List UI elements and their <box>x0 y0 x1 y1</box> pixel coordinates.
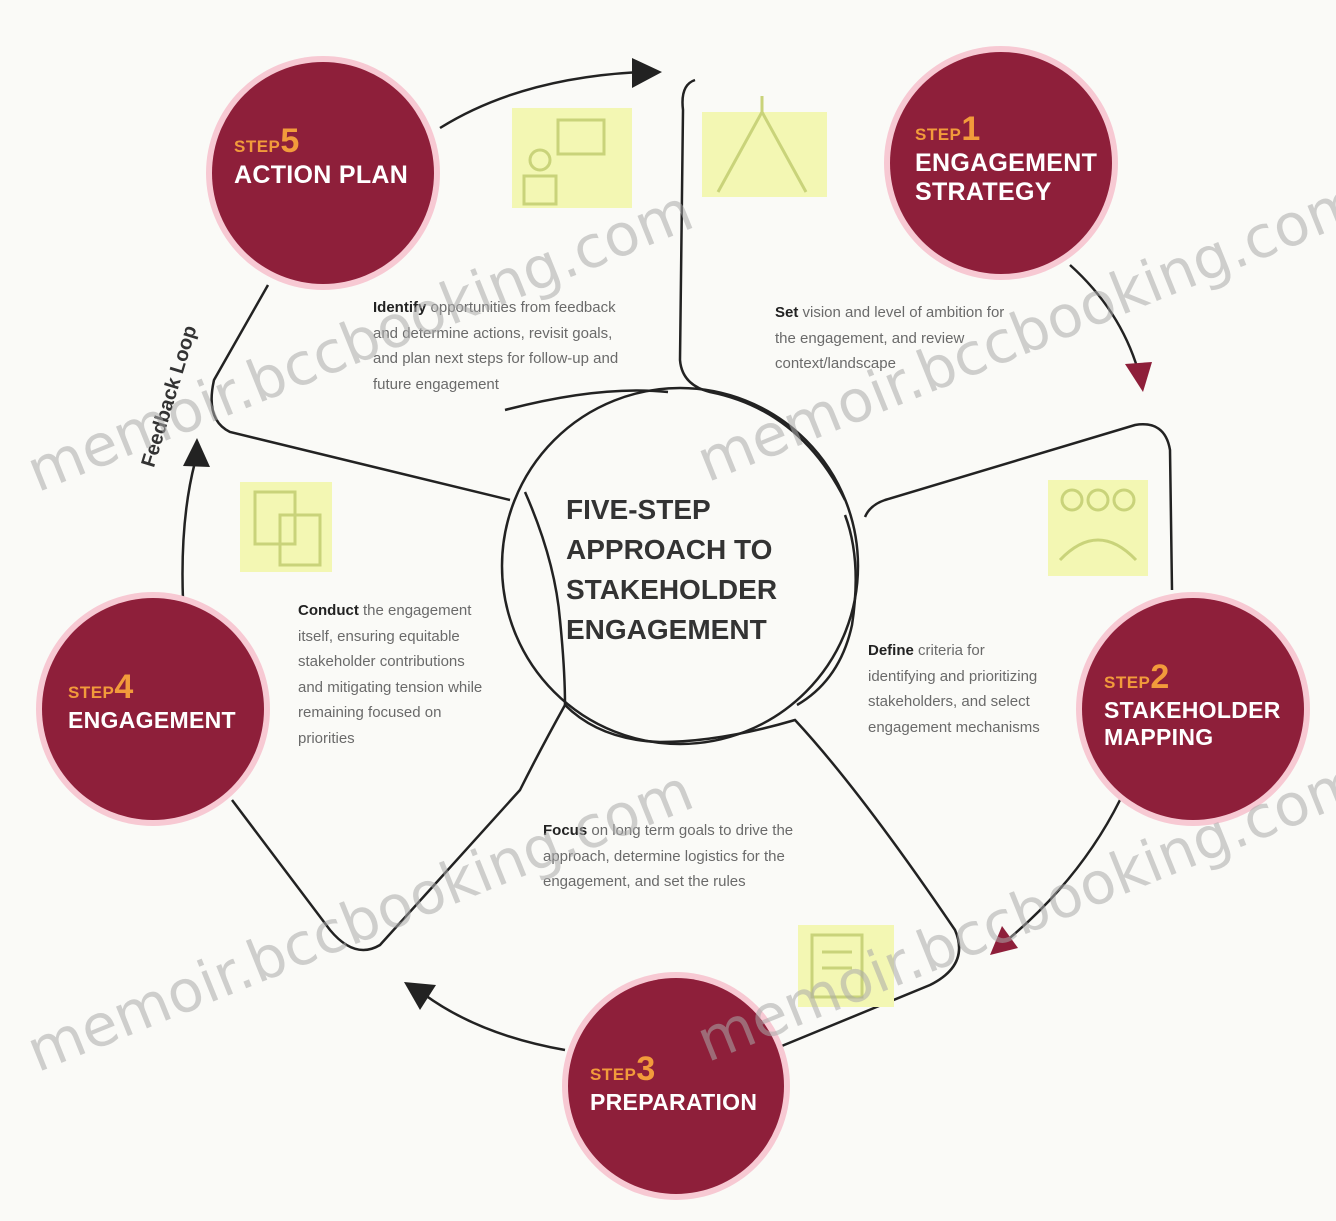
step-1-title: STRATEGY <box>915 177 1052 206</box>
arrow-3-to-4-line <box>424 993 566 1052</box>
step-3-number: 3 <box>636 1050 656 1088</box>
step-1-word: STEP <box>915 125 962 144</box>
petal-outline-top-right <box>678 78 847 501</box>
presentation-icon <box>512 108 632 208</box>
step-2-label: STEP2 STAKEHOLDER MAPPING <box>1104 658 1281 750</box>
step-5-description-lead: Identify <box>373 299 427 316</box>
arrow-2-to-3-line <box>1004 799 1122 943</box>
step-1-label: STEP1 ENGAGEMENT STRATEGY <box>915 110 1097 207</box>
step-1-number: 1 <box>961 110 981 148</box>
step-1-description-text: vision and level of ambition for the eng… <box>775 304 1005 372</box>
title-line: FIVE-STEP <box>566 494 711 525</box>
title-line: APPROACH TO <box>566 534 773 565</box>
mountain-flag-icon <box>702 96 827 197</box>
step-1-description: Set vision and level of ambition for the… <box>775 300 1020 377</box>
step-4-circle <box>42 598 264 820</box>
title-line: ENGAGEMENT <box>566 614 767 645</box>
title-line: STAKEHOLDER <box>566 574 778 605</box>
step-3-title: PREPARATION <box>590 1089 758 1116</box>
step-2-number: 2 <box>1150 658 1170 696</box>
step-3-description: Focus on long term goals to drive the ap… <box>543 818 833 895</box>
step-3-label: STEP3 PREPARATION <box>590 1050 757 1116</box>
step-2-description-lead: Define <box>868 642 914 659</box>
step-5-number: 5 <box>280 122 300 160</box>
step-4-description-text: the engagement itself, ensuring equitabl… <box>298 602 483 747</box>
arrow-4-to-5-head <box>183 438 210 467</box>
checklist-icon <box>798 925 894 1007</box>
people-group-icon <box>1048 480 1148 576</box>
step-4-description: Conduct the engagement itself, ensuring … <box>298 598 493 751</box>
step-5-title: ACTION PLAN <box>234 161 409 190</box>
step-4-number: 4 <box>114 668 134 706</box>
petal-outline-bottom-right <box>564 704 961 1052</box>
petal-outline-bottom-left <box>231 704 567 952</box>
step-5-description: Identify opportunities from feedback and… <box>373 295 641 397</box>
step-4-label: STEP4 ENGAGEMENT <box>68 668 236 734</box>
step-4-word: STEP <box>68 683 115 702</box>
step-2-circle <box>1082 598 1304 820</box>
step-2-description-text: criteria for identifying and prioritizin… <box>868 642 1040 736</box>
step-4-description-lead: Conduct <box>298 602 359 619</box>
step-2-title: MAPPING <box>1104 723 1214 750</box>
documents-icon <box>240 482 332 572</box>
arrow-2-to-3-head <box>990 926 1018 955</box>
step-2-description: Define criteria for identifying and prio… <box>868 638 1053 740</box>
arrow-5-to-1-line <box>439 70 641 130</box>
step-2-title: STAKEHOLDER <box>1104 697 1281 724</box>
petal-outline-right-inner <box>796 514 857 707</box>
arrow-5-to-1-head <box>632 58 662 88</box>
step-2-word: STEP <box>1104 673 1151 692</box>
arrow-4-to-5-line <box>181 461 197 601</box>
step-1-title: ENGAGEMENT <box>915 149 1098 178</box>
step-3-word: STEP <box>590 1065 637 1084</box>
petal-outline-top-left <box>210 284 511 502</box>
petal-outline-right <box>863 423 1174 591</box>
center-circle <box>500 386 860 746</box>
step-5-description-text: opportunities from feedback and determin… <box>373 299 619 393</box>
step-5-word: STEP <box>234 137 281 156</box>
step-3-description-text: on long term goals to drive the approach… <box>543 822 794 890</box>
step-1-circle <box>890 52 1112 274</box>
arrow-3-to-4-head <box>404 982 436 1010</box>
arrow-1-to-2-line <box>1069 264 1140 371</box>
petal-outline-top-left-inner <box>504 389 669 412</box>
step-4-title: ENGAGEMENT <box>68 707 236 734</box>
diagram-title: FIVE-STEP APPROACH TO STAKEHOLDER ENGAGE… <box>566 490 836 650</box>
arrow-1-to-2-head <box>1125 362 1152 392</box>
step-5-label: STEP5 ACTION PLAN <box>234 122 408 190</box>
step-5-circle <box>212 62 434 284</box>
step-3-circle <box>568 978 784 1194</box>
step-1-description-lead: Set <box>775 304 799 321</box>
step-3-description-lead: Focus <box>543 822 588 839</box>
petal-outline-left-inner <box>523 491 567 706</box>
